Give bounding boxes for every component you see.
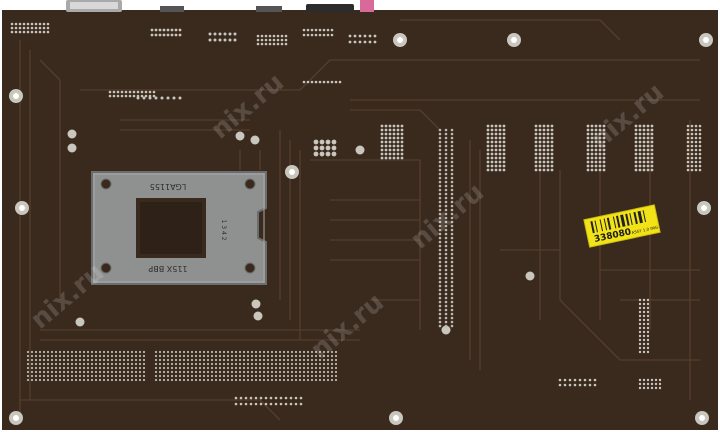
mounting-holes xyxy=(9,33,713,425)
bracket-top-marking: LGA1155 xyxy=(150,182,187,191)
rear-io-connectors xyxy=(66,0,374,12)
pcb-traces xyxy=(19,19,700,421)
sticker-fine-print: ASSY 1.0 IMG xyxy=(631,225,658,235)
pcie-slot-pins xyxy=(438,128,454,328)
audio-jack-pink xyxy=(360,0,374,12)
solder-pads xyxy=(10,22,702,406)
cpu-socket-bracket: LGA1155 115X BBP 1 3 4 2 xyxy=(91,171,267,285)
bracket-bottom-marking: 115X BBP xyxy=(148,264,187,273)
barcode-sticker: 338080 ASSY 1.0 IMG xyxy=(583,204,661,248)
memory-slot-pins xyxy=(26,350,338,382)
bracket-side-marking: 1 3 4 2 xyxy=(220,220,227,241)
